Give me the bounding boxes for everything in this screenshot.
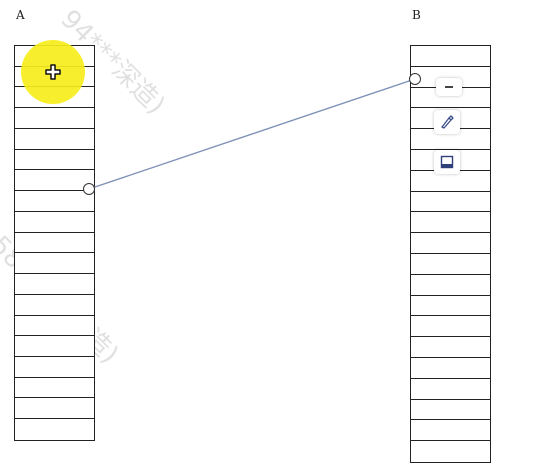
- table-row: [411, 441, 490, 462]
- table-row: [411, 233, 490, 254]
- table-row: [411, 46, 490, 67]
- brush-button[interactable]: [434, 110, 460, 134]
- table-row: [15, 150, 94, 171]
- table-row: [411, 296, 490, 317]
- table-row: [15, 129, 94, 150]
- column-b-label: B: [412, 8, 421, 22]
- table-row: [15, 419, 94, 440]
- table-row: [15, 336, 94, 358]
- table-row: [15, 87, 94, 109]
- table-row: [15, 398, 94, 420]
- table-row: [15, 170, 94, 192]
- brush-icon: [441, 115, 454, 129]
- table-row: [411, 420, 490, 442]
- table-row: [411, 129, 490, 150]
- table-row: [411, 275, 490, 296]
- table-row: [411, 171, 490, 192]
- table-row: [15, 274, 94, 295]
- table-row: [411, 379, 490, 400]
- connector-line[interactable]: [88, 78, 416, 190]
- table-row: [411, 358, 490, 379]
- table-row: [15, 233, 94, 254]
- table-row: [15, 295, 94, 316]
- connector-end-handle[interactable]: [409, 73, 421, 85]
- table-row: [411, 316, 490, 338]
- table-row: [411, 337, 490, 358]
- table-row: [15, 253, 94, 275]
- table-row: [15, 357, 94, 378]
- table-row: [15, 378, 94, 399]
- table-row: [15, 191, 94, 212]
- table-row: [15, 108, 94, 129]
- table-row: [411, 212, 490, 234]
- table-row: [411, 254, 490, 275]
- connector-start-handle[interactable]: [83, 183, 95, 195]
- table-row: [411, 88, 490, 109]
- minus-icon: [445, 86, 453, 88]
- table-row: [411, 192, 490, 213]
- box-button[interactable]: [434, 150, 460, 174]
- box-icon: [440, 155, 454, 169]
- table-a: [14, 45, 95, 441]
- table-row: [15, 316, 94, 337]
- column-a-label: A: [16, 8, 25, 22]
- collapse-button[interactable]: [436, 78, 462, 96]
- table-row: [411, 400, 490, 421]
- table-b: [410, 45, 491, 463]
- move-cross-icon: [45, 64, 61, 80]
- table-row: [15, 212, 94, 233]
